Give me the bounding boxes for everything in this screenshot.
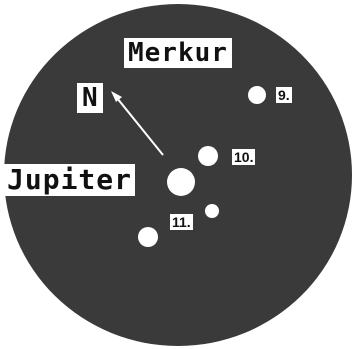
moon-number-label: 9. xyxy=(276,87,292,103)
small-moon-dot xyxy=(205,204,219,218)
planet-title-label: Merkur xyxy=(124,38,232,68)
jupiter-label: Jupiter xyxy=(4,164,135,196)
moon-number-label: 11. xyxy=(170,214,193,230)
north-label: N xyxy=(77,83,103,113)
moon-9-dot xyxy=(248,86,266,104)
jupiter-disc xyxy=(167,168,195,196)
moon-10-dot xyxy=(198,146,218,166)
moon-number-label: 10. xyxy=(232,149,255,165)
moon-11-dot xyxy=(138,227,158,247)
